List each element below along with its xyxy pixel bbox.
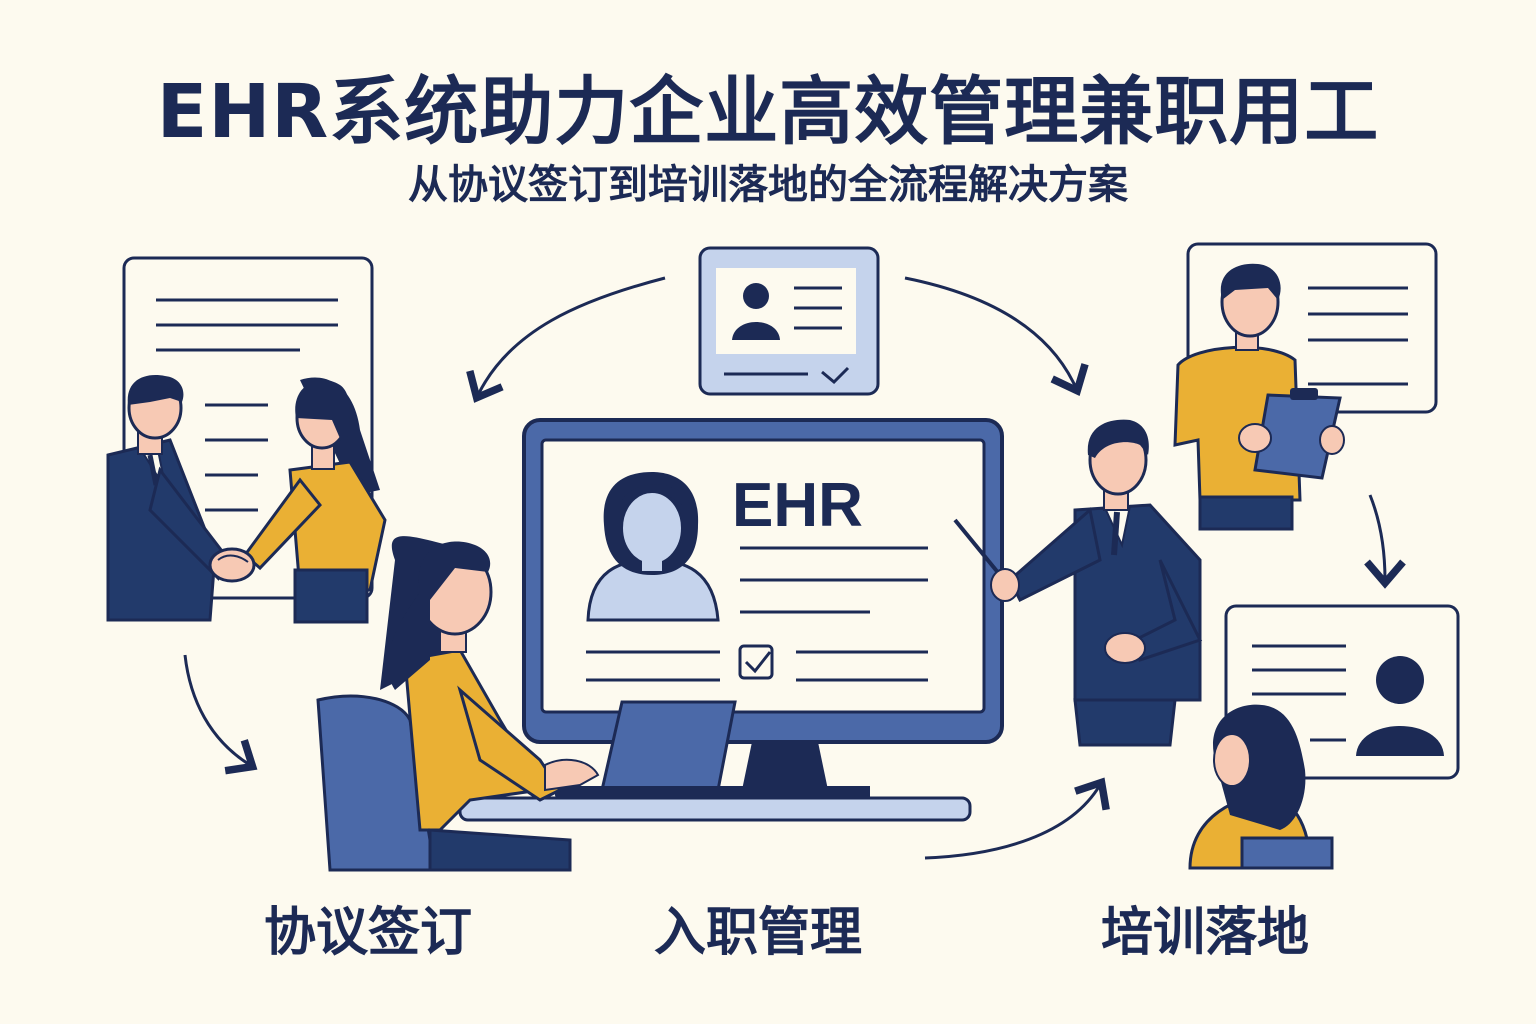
arrow-top-left: [466, 276, 666, 403]
man-shaking-hands: [106, 375, 227, 622]
woman-at-computer: [316, 536, 600, 872]
page-subtitle: 从协议签订到培训落地的全流程解决方案: [408, 162, 1128, 208]
woman-in-training: [1188, 704, 1334, 870]
woman-shaking-hands: [242, 377, 387, 624]
checkbox-icon: [738, 644, 774, 680]
arrow-top-right: [904, 276, 1089, 396]
laptop-icon: [555, 700, 855, 798]
handshake-icon: [208, 547, 256, 583]
pointer-stick-icon: [953, 518, 1002, 577]
desk: [458, 796, 972, 822]
stage-label-training: 培训落地: [1100, 903, 1309, 963]
profile-card-icon: [698, 246, 880, 396]
monitor-ehr-label: EHR: [732, 471, 863, 540]
page-title: EHR系统助力企业高效管理兼职用工: [156, 69, 1380, 155]
man-presenting: [953, 419, 1203, 747]
stage-label-agreement: 协议签订: [263, 903, 472, 963]
arrow-right-down: [1364, 494, 1406, 589]
flow-arrows: [183, 276, 1406, 860]
stage-label-onboarding: 入职管理: [653, 903, 862, 963]
arrow-left-down: [183, 654, 258, 775]
arrow-bottom-right: [924, 777, 1110, 860]
ehr-monitor: [522, 418, 1004, 798]
avatar: [586, 472, 720, 622]
man-with-clipboard: [1173, 263, 1345, 531]
